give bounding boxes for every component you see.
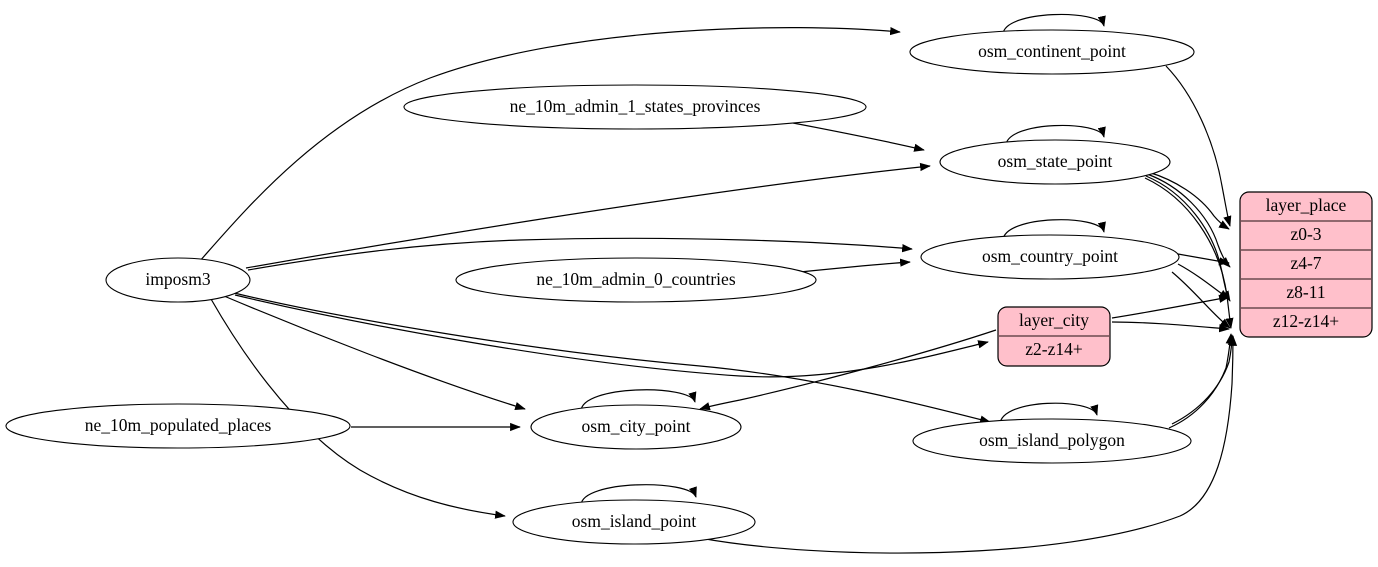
record-header-layer-place: layer_place [1266,195,1347,215]
edge-osm-island-polygon-to-layer-place-z12-z14 [1168,333,1234,429]
node-osm-island-point[interactable]: osm_island_point [512,499,756,545]
edge-osm-island-point-to-layer-place-z12-z14 [699,335,1238,554]
edge-imposm3-to-osm-island-point [210,298,506,519]
node-osm-island-polygon[interactable]: osm_island_polygon [912,418,1192,464]
edge-imposm3-to-osm-continent-point [198,26,901,263]
edge-ne-countries-to-osm-country-point [799,258,911,273]
node-label-osm-state-point: osm_state_point [998,151,1113,171]
record-row-layer-place-z0-3[interactable]: z0-3 [1290,224,1321,244]
edge-osm-country-point-to-layer-place-z4-7 [1177,253,1230,266]
edge-osm-island-polygon-to-layer-place-z12-z14-b [1171,334,1237,425]
edge-layer [198,13,1238,554]
record-row-layer-place-z4-7[interactable]: z4-7 [1290,253,1321,273]
edge-imposm3-to-osm-country-point [247,237,913,271]
edge-imposm3-to-osm-city-point [223,295,526,411]
edge-layer-city-to-layer-place-z12-z14 [1111,321,1230,333]
edge-layer-city-to-osm-city-point [699,329,997,411]
node-ne-10m-admin-0-countries[interactable]: ne_10m_admin_0_countries [455,257,817,303]
self-loop-osm-continent-point [1002,13,1106,35]
node-imposm3[interactable]: imposm3 [105,257,251,303]
node-label-imposm3: imposm3 [145,269,210,289]
self-loop-osm-island-polygon [999,402,1099,425]
node-label-ne-states: ne_10m_admin_1_states_provinces [510,96,761,116]
edge-imposm3-to-layer-city [234,294,989,378]
node-label-ne-countries: ne_10m_admin_0_countries [536,269,735,289]
record-header-layer-city: layer_city [1019,310,1089,330]
node-osm-city-point[interactable]: osm_city_point [530,404,742,450]
record-node-layer-place[interactable]: layer_place z0-3 z4-7 z8-11 z12-z14+ [1239,191,1373,338]
self-loop-osm-state-point [1005,124,1106,146]
edge-osm-state-point-to-layer-place-z8-11 [1145,175,1231,302]
edge-osm-country-point-to-layer-place-z12-z14 [1171,271,1231,329]
node-layer: imposm3 ne_10m_admin_1_states_provinces … [5,29,1195,545]
node-label-osm-island-polygon: osm_island_polygon [979,430,1125,450]
edge-imposm3-to-osm-state-point [245,162,931,269]
record-row-layer-place-z8-11[interactable]: z8-11 [1286,282,1325,302]
edge-imposm3-to-osm-island-polygon [229,291,991,424]
record-node-layer-city[interactable]: layer_city z2-z14+ [997,306,1111,367]
node-label-osm-city-point: osm_city_point [582,416,691,436]
node-label-osm-continent-point: osm_continent_point [978,41,1126,61]
self-loop-osm-city-point [580,389,697,412]
node-ne-10m-admin-1-states-provinces[interactable]: ne_10m_admin_1_states_provinces [403,84,867,130]
edge-layer-city-to-layer-place-z8-11 [1111,294,1230,319]
node-osm-country-point[interactable]: osm_country_point [920,234,1180,280]
node-label-ne-populated: ne_10m_populated_places [85,415,272,435]
edge-osm-state-point-to-layer-place-z0-3 [1147,171,1230,230]
edge-osm-continent-point-to-layer-place-z0-3 [1165,65,1232,227]
record-layer: layer_place z0-3 z4-7 z8-11 z12-z14+ lay… [997,191,1373,367]
record-row-layer-place-z12-z14[interactable]: z12-z14+ [1273,311,1339,331]
self-loop-osm-island-point [580,484,697,506]
node-osm-state-point[interactable]: osm_state_point [939,139,1171,185]
self-loop-osm-country-point [1002,219,1106,241]
node-osm-continent-point[interactable]: osm_continent_point [909,29,1195,75]
record-row-layer-city-z2-z14[interactable]: z2-z14+ [1025,339,1083,359]
edge-ne-states-to-osm-state-point [792,122,925,152]
node-ne-10m-populated-places[interactable]: ne_10m_populated_places [5,403,351,449]
node-label-osm-country-point: osm_country_point [982,246,1118,266]
node-label-osm-island-point: osm_island_point [572,511,697,531]
